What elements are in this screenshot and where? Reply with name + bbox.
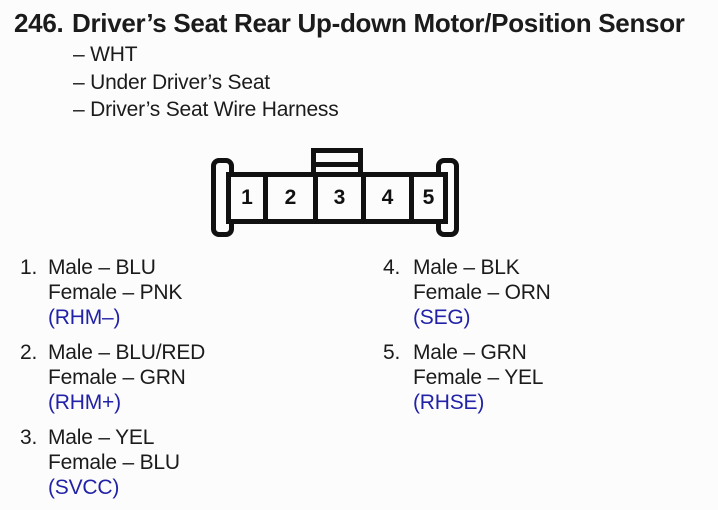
section-number: 246. — [14, 8, 64, 38]
pin-entry-text: Male – BLU Female – PNK (RHM–) — [48, 255, 182, 330]
pin-cell-5: 5 — [422, 186, 435, 209]
pin-male-wire: Male – BLU/RED — [48, 341, 206, 364]
pin-male-wire: Male – BLK — [413, 256, 520, 279]
detail-location: – Under Driver’s Seat — [73, 70, 270, 94]
pin-signal-code: (RHM+) — [48, 391, 121, 414]
pin-entry-text: Male – BLU/RED Female – GRN (RHM+) — [48, 340, 205, 415]
page-title-text: Driver’s Seat Rear Up-down Motor/Positio… — [72, 8, 685, 38]
pin-entry-number: 3. — [20, 426, 38, 449]
connector-body: 1 2 3 4 5 — [226, 172, 448, 224]
lock-tab-line — [316, 162, 358, 167]
pin-cell-2: 2 — [268, 177, 318, 219]
pin-list-left: 1. Male – BLU Female – PNK (RHM–) 2. Mal… — [20, 255, 205, 510]
pin-signal-code: (SVCC) — [48, 476, 120, 499]
pin-male-wire: Male – GRN — [413, 341, 527, 364]
pin-cell-1: 1 — [231, 177, 268, 219]
pin-list-right: 4. Male – BLK Female – ORN (SEG) 5. Male… — [383, 255, 551, 425]
pin-entry-text: Male – YEL Female – BLU (SVCC) — [48, 425, 180, 500]
pin-entry-4: 4. Male – BLK Female – ORN (SEG) — [383, 255, 551, 330]
pin-entry-1: 1. Male – BLU Female – PNK (RHM–) — [20, 255, 205, 330]
pin-entry-number: 1. — [20, 256, 38, 279]
pin-entry-number: 2. — [20, 341, 38, 364]
pin-cell-4: 4 — [366, 177, 414, 219]
pin-female-wire: Female – ORN — [413, 281, 551, 304]
pin-entry-text: Male – GRN Female – YEL (RHSE) — [413, 340, 543, 415]
pin-cell-3: 3 — [318, 177, 366, 219]
pin-entry-5: 5. Male – GRN Female – YEL (RHSE) — [383, 340, 551, 415]
pin-male-wire: Male – BLU — [48, 256, 156, 279]
pin-entry-2: 2. Male – BLU/RED Female – GRN (RHM+) — [20, 340, 205, 415]
connector-diagram: 1 2 3 4 5 — [211, 148, 459, 240]
pin-female-wire: Female – GRN — [48, 366, 186, 389]
pin-entry-number: 5. — [383, 341, 401, 364]
pin-entry-3: 3. Male – YEL Female – BLU (SVCC) — [20, 425, 205, 500]
connector-details-list: – WHT – Under Driver’s Seat – Driver’s S… — [73, 41, 339, 124]
detail-color: – WHT — [73, 43, 138, 66]
detail-harness: – Driver’s Seat Wire Harness — [73, 98, 339, 121]
pin-female-wire: Female – PNK — [48, 281, 183, 304]
page-title: 246. Driver’s Seat Rear Up-down Motor/Po… — [14, 8, 685, 38]
pin-female-wire: Female – YEL — [413, 366, 544, 389]
pin-signal-code: (SEG) — [413, 306, 471, 329]
pin-entry-text: Male – BLK Female – ORN (SEG) — [413, 255, 551, 330]
pin-signal-code: (RHM–) — [48, 306, 121, 329]
pin-entry-number: 4. — [383, 256, 401, 279]
pin-female-wire: Female – BLU — [48, 451, 180, 474]
pin-male-wire: Male – YEL — [48, 426, 155, 449]
pin-signal-code: (RHSE) — [413, 391, 485, 414]
